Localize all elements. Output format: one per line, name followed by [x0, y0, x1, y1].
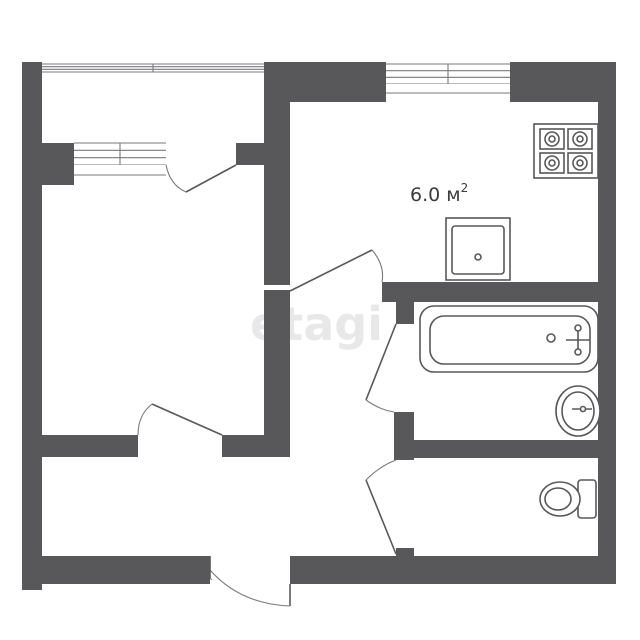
door-swing-arc — [365, 459, 397, 481]
door-swing-arc — [137, 403, 153, 436]
kitchen-sink-icon — [445, 217, 511, 281]
burner-center — [548, 135, 556, 143]
wall-segment — [42, 143, 74, 185]
wall-segment — [22, 556, 210, 584]
door-swing-arc — [365, 399, 395, 413]
wall-segment — [290, 556, 616, 584]
doors — [137, 164, 397, 607]
bathtub-knob — [574, 348, 582, 356]
kitchen-area-unit: м — [446, 184, 460, 206]
door-leaf — [365, 479, 397, 555]
door-swing-arc — [371, 249, 384, 283]
door-leaf — [365, 323, 397, 401]
wall-segment — [22, 62, 42, 72]
kitchen-area-label: 6.0 м2 — [410, 181, 468, 206]
wall-segment — [394, 440, 598, 458]
windows — [42, 63, 510, 185]
door-swing-arc — [209, 577, 213, 581]
washbasin-drain — [579, 405, 587, 413]
door-leaf — [151, 403, 223, 436]
wall-segment — [598, 62, 616, 584]
toilet-seat — [544, 487, 572, 511]
burner-center — [576, 135, 584, 143]
bathtub-knob — [574, 324, 582, 332]
wall-segment — [22, 62, 42, 590]
door-swing-arc — [165, 164, 187, 193]
wall-segment — [42, 435, 138, 457]
door-leaf — [185, 164, 237, 193]
wall-segment — [396, 548, 414, 558]
door-leaf — [289, 249, 373, 292]
wall-segment — [264, 165, 290, 285]
stove-icon — [533, 123, 599, 179]
wall-segment — [396, 302, 414, 324]
sink-drain — [474, 253, 482, 261]
washbasin-icon — [555, 385, 601, 437]
sink-bowl — [451, 225, 505, 275]
wall-segment — [382, 282, 598, 302]
kitchen-area-value: 6.0 — [410, 184, 440, 206]
wall-segment — [222, 435, 290, 457]
bathtub-icon — [419, 305, 599, 373]
wall-segment — [510, 62, 616, 102]
burner-center — [548, 159, 556, 167]
toilet-icon — [539, 479, 597, 519]
bathtub-drain — [546, 333, 556, 343]
kitchen-area-power: 2 — [461, 181, 469, 195]
door-swing-arc — [209, 569, 291, 607]
washbasin-inner — [561, 391, 595, 431]
wall-segment — [264, 290, 290, 456]
burner-center — [576, 159, 584, 167]
walls — [22, 62, 616, 590]
wall-segment — [236, 143, 290, 165]
